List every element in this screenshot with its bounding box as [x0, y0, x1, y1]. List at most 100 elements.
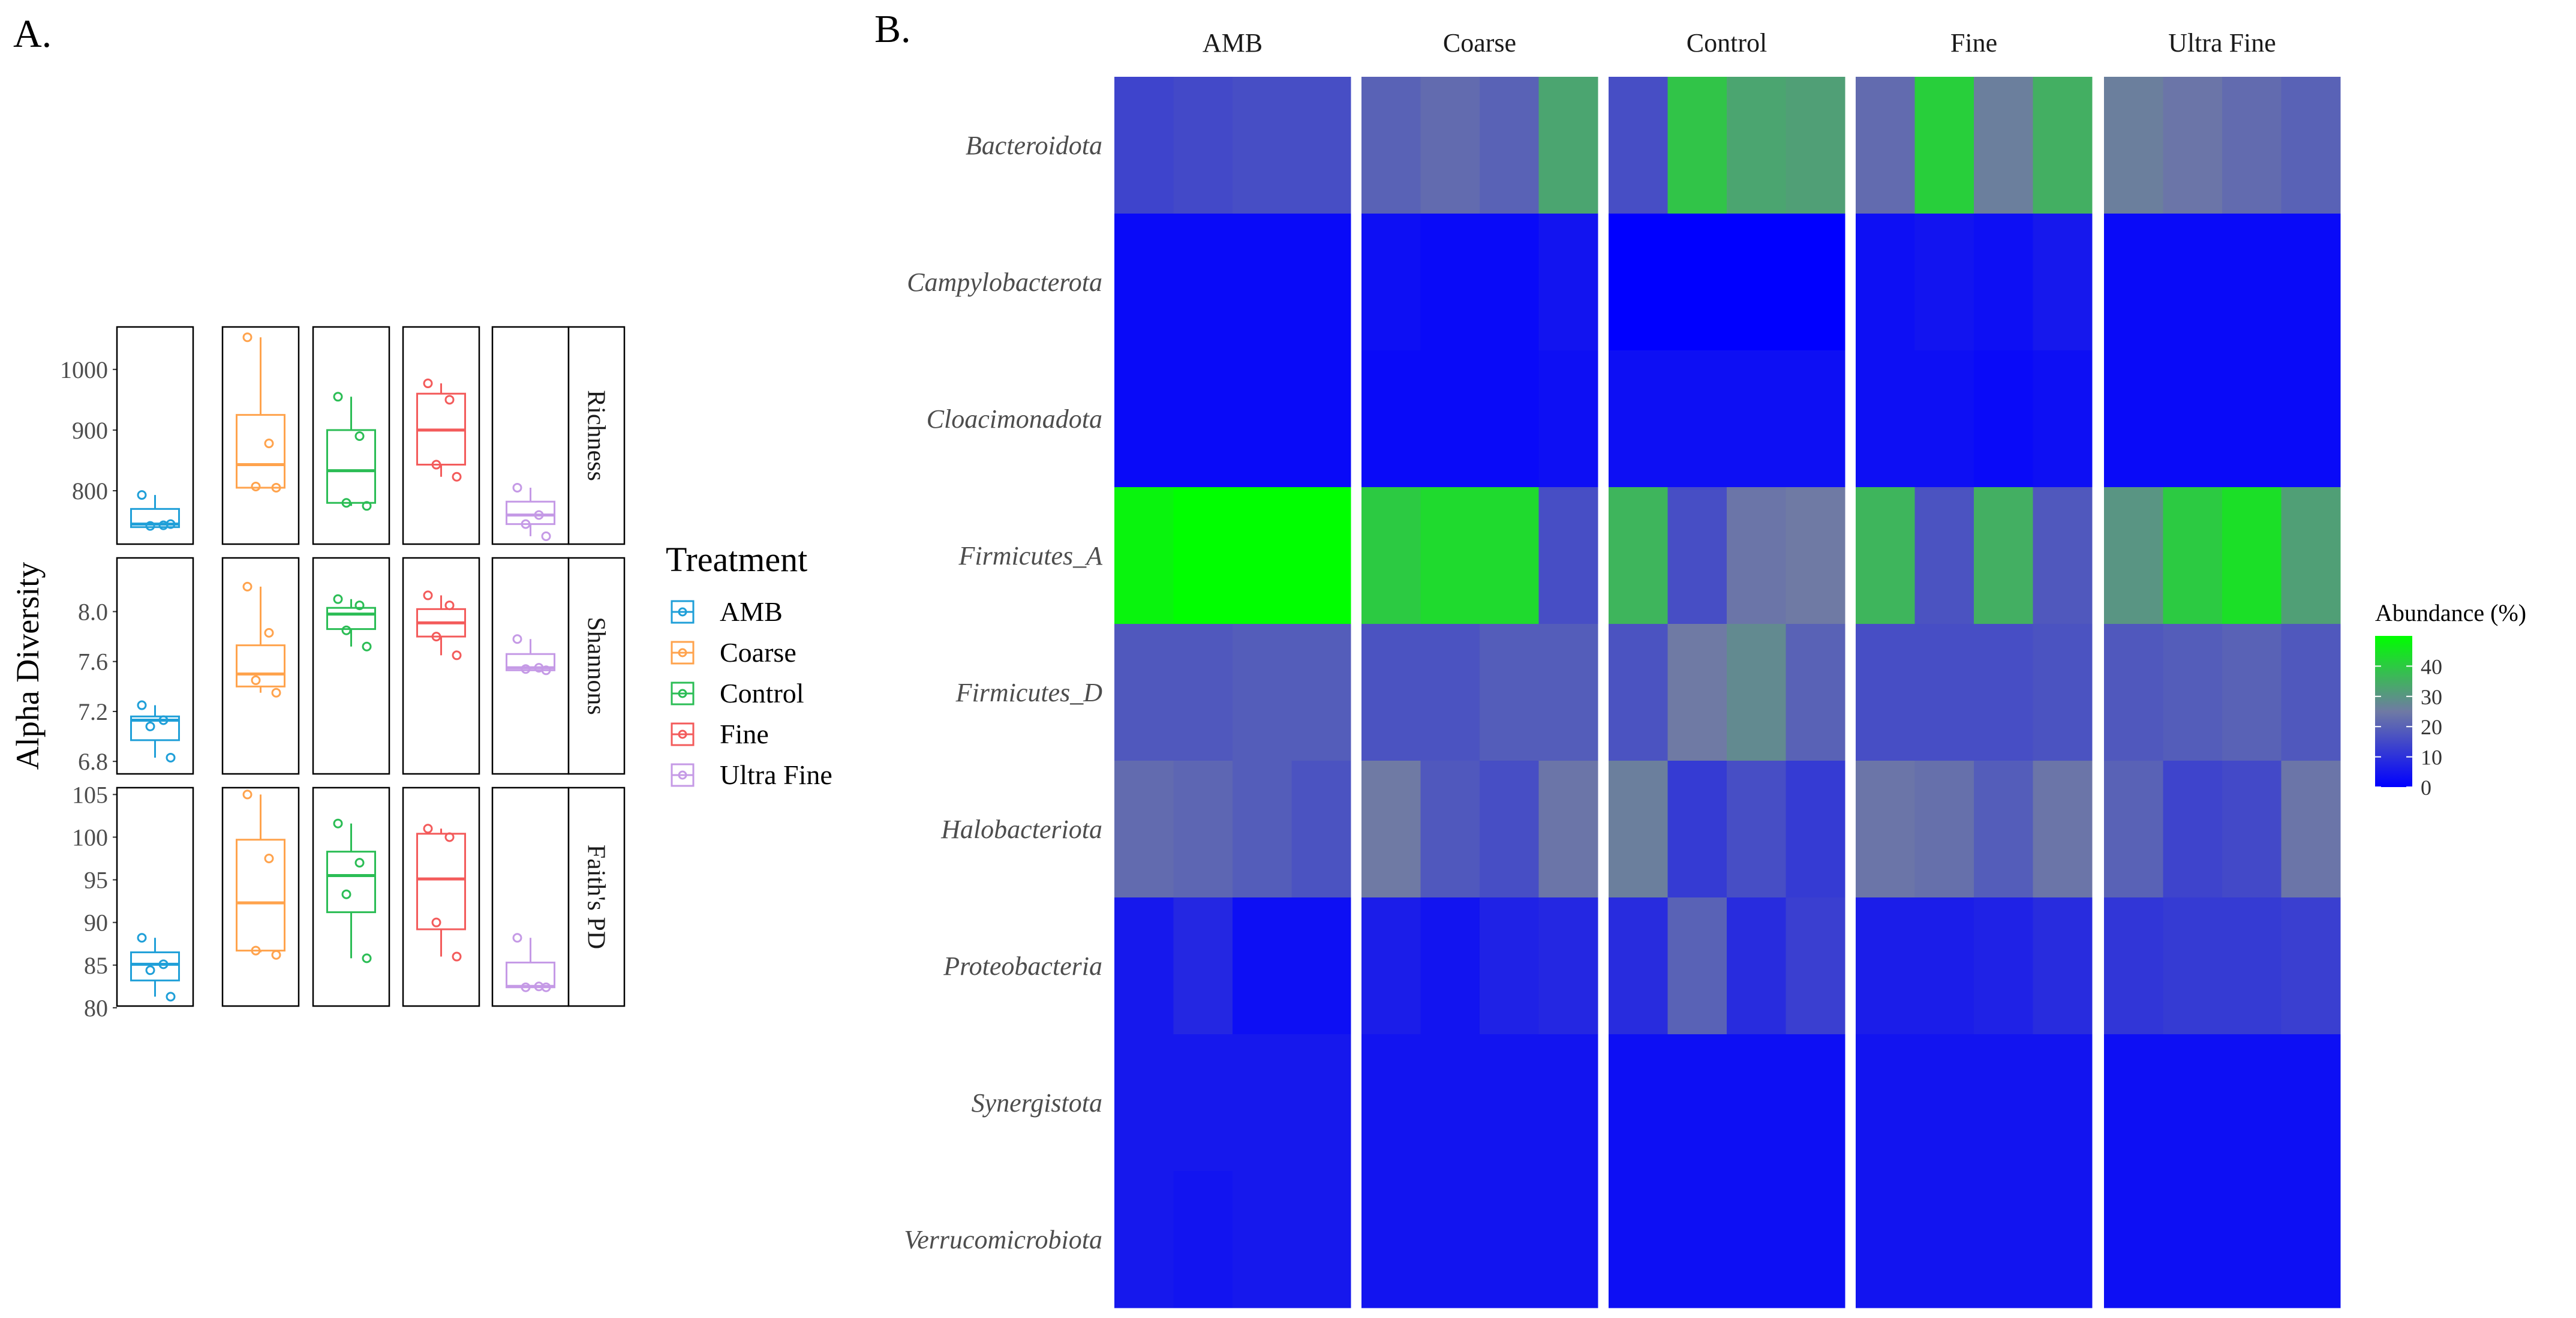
heatmap-cell	[2222, 761, 2282, 898]
data-point	[431, 917, 441, 927]
heatmap-cell	[1609, 77, 1668, 214]
data-point	[423, 379, 433, 389]
heatmap-cell	[1974, 1171, 2033, 1308]
heatmap-cell	[1361, 897, 1421, 1035]
heatmap-row-bacteroidota	[1114, 77, 2341, 214]
heatmap-cell	[2222, 214, 2282, 351]
color-legend-title: Abundance (%)	[2375, 599, 2526, 626]
heatmap-cell	[1480, 487, 1539, 625]
y-tick-label: 8.0	[78, 598, 108, 625]
legend-key-point	[678, 770, 687, 780]
data-point	[264, 854, 274, 864]
legend-tick-label: 0	[2421, 776, 2431, 800]
box-iqr	[236, 414, 285, 489]
data-point	[264, 628, 274, 638]
heatmap-cell	[1538, 1034, 1598, 1172]
box-iqr	[326, 429, 376, 504]
heatmap-cell	[1856, 897, 1915, 1035]
facet-strip-label: Shannons	[582, 617, 610, 714]
heatmap-cell	[1609, 624, 1668, 761]
y-tick-label: 900	[72, 417, 108, 444]
heatmap-cell	[1667, 350, 1727, 488]
y-tick-label: 85	[84, 952, 108, 979]
heatmap-cell	[1727, 1171, 1786, 1308]
data-point	[452, 650, 462, 660]
heatmap-cell	[1914, 350, 1974, 488]
heatmap-cell	[1538, 77, 1598, 214]
data-point	[137, 700, 147, 710]
heatmap-cell	[1667, 77, 1727, 214]
heatmap-cell	[2033, 1034, 2093, 1172]
data-point	[431, 632, 441, 642]
heatmap-cell	[1538, 487, 1598, 625]
heatmap-cell	[1114, 487, 1174, 625]
row-label-verrucomicrobiota: Verrucomicrobiota	[904, 1225, 1102, 1254]
heatmap-cell	[1856, 350, 1915, 488]
legend-item-fine: Fine	[671, 719, 769, 749]
heatmap-cell	[1233, 1171, 1292, 1308]
heatmap-cell	[1856, 77, 1915, 214]
heatmap-cell	[1420, 77, 1480, 214]
legend-tick-label: 10	[2421, 746, 2442, 770]
data-point	[341, 625, 351, 635]
heatmap-cell	[2104, 897, 2163, 1035]
y-axis-title: Alpha Diversity	[10, 562, 46, 770]
data-point	[158, 715, 169, 725]
heatmap-cell	[1420, 350, 1480, 488]
heatmap-cell	[1538, 214, 1598, 351]
data-point	[541, 982, 551, 992]
facet-strip-label: Richness	[582, 390, 610, 481]
heatmap-cell	[1361, 214, 1421, 351]
box-amb	[130, 933, 180, 1002]
data-point	[512, 933, 522, 943]
facet-panel	[312, 557, 390, 775]
heatmap-cell	[1667, 1034, 1727, 1172]
heatmap-cell	[2163, 1171, 2223, 1308]
heatmap-cell	[2222, 487, 2282, 625]
heatmap-cell	[1914, 897, 1974, 1035]
data-point	[354, 858, 365, 868]
heatmap-cell	[1233, 897, 1292, 1035]
heatmap-cell	[1667, 761, 1727, 898]
legend-tick-label: 20	[2421, 715, 2442, 739]
y-tick-label: 90	[84, 909, 108, 936]
box-ultra-fine	[506, 634, 555, 675]
heatmap-cell	[1786, 624, 1845, 761]
box-control	[326, 594, 376, 652]
heatmap-cell	[1173, 761, 1233, 898]
heatmap-cell	[2033, 214, 2093, 351]
heatmap-cell	[2104, 350, 2163, 488]
row-label-synergistota: Synergistota	[972, 1088, 1102, 1118]
heatmap-row-campylobacterota	[1114, 214, 2341, 351]
data-point	[423, 824, 433, 834]
heatmap-cell	[1480, 1034, 1539, 1172]
legend-label: Fine	[720, 719, 769, 749]
heatmap-cell	[1291, 897, 1351, 1035]
heatmap-row-synergistota	[1114, 1034, 2341, 1172]
heatmap-cell	[2163, 350, 2223, 488]
heatmap-cell	[1114, 1034, 1174, 1172]
data-point	[271, 950, 281, 960]
data-point	[333, 818, 343, 828]
heatmap-cell	[2222, 1171, 2282, 1308]
heatmap-cell	[1361, 624, 1421, 761]
heatmap-cell	[1173, 1034, 1233, 1172]
heatmap-cell	[1609, 1034, 1668, 1172]
heatmap-cell	[1233, 214, 1292, 351]
heatmap-cell	[1727, 214, 1786, 351]
heatmap-cell	[1914, 77, 1974, 214]
heatmap-cell	[1480, 1171, 1539, 1308]
heatmap-cell	[1173, 487, 1233, 625]
heatmap-cell	[1727, 761, 1786, 898]
data-point	[264, 439, 274, 449]
heatmap-cell	[2033, 487, 2093, 625]
heatmap-cell	[2281, 1171, 2341, 1308]
box-fine	[416, 824, 466, 962]
heatmap-cell	[2222, 897, 2282, 1035]
legend-key-point	[678, 689, 687, 698]
heatmap-cell	[1974, 214, 2033, 351]
